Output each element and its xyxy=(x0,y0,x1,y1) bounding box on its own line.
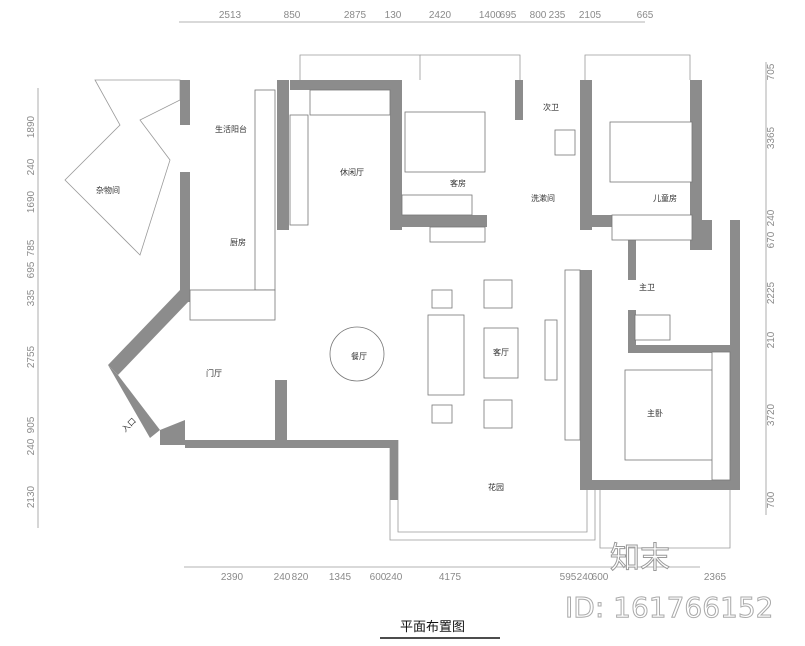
watermark-id: ID: 161766152 xyxy=(565,591,773,624)
dimension-label: 240 xyxy=(386,572,403,583)
dimension-label: 210 xyxy=(766,331,777,348)
room-label-dining: 餐厅 xyxy=(351,352,367,361)
room-label-balcony: 生活阳台 xyxy=(215,124,247,134)
dimension-label: 595 xyxy=(560,572,577,583)
dimension-left: 1890 240 1690 785 695 335 2755 905 240 2130 xyxy=(26,115,37,508)
room-label-kids-room: 儿童房 xyxy=(653,193,677,203)
room-label-master-bedroom: 主卧 xyxy=(647,408,663,418)
dimension-label: 2420 xyxy=(429,10,452,21)
dimension-label: 4175 xyxy=(439,572,462,583)
dimension-label: 700 xyxy=(766,491,777,508)
dimension-label: 800 xyxy=(530,10,547,21)
room-label-garden: 花园 xyxy=(488,482,504,492)
dimension-label: 600 xyxy=(592,572,609,583)
dimension-label: 240 xyxy=(26,438,37,455)
dimension-label: 240 xyxy=(766,209,777,226)
room-label-kitchen: 厨房 xyxy=(230,237,246,247)
dimension-label: 670 xyxy=(766,231,777,248)
dimension-label: 785 xyxy=(26,239,37,256)
dimension-label: 1400 xyxy=(479,10,502,21)
dimension-label: 705 xyxy=(766,63,777,80)
dimension-label: 130 xyxy=(385,10,402,21)
room-label-foyer: 门厅 xyxy=(206,368,222,378)
dimension-label: 905 xyxy=(26,416,37,433)
watermark-logo: 知末 xyxy=(610,541,670,576)
walls xyxy=(108,80,740,500)
room-label-second-bath: 次卫 xyxy=(543,102,559,112)
room-label-living: 客厅 xyxy=(493,347,509,357)
dimension-label: 1890 xyxy=(26,115,37,138)
dimension-label: 240 xyxy=(577,572,594,583)
dimension-label: 3365 xyxy=(766,126,777,149)
dimension-label: 600 xyxy=(370,572,387,583)
dimension-label: 2130 xyxy=(26,485,37,508)
furniture xyxy=(189,89,731,481)
dimension-label: 2105 xyxy=(579,10,602,21)
dimension-label: 2365 xyxy=(704,572,727,583)
room-label-lounge: 休闲厅 xyxy=(340,167,364,177)
dimension-label: 235 xyxy=(549,10,566,21)
room-label-guest-room: 客房 xyxy=(450,178,466,188)
dimension-label: 240 xyxy=(26,158,37,175)
dimension-label: 335 xyxy=(26,289,37,306)
room-label-storage: 杂物间 xyxy=(96,185,120,195)
dimension-label: 2225 xyxy=(766,281,777,304)
dimension-lines xyxy=(37,21,767,568)
dimension-right: 705 3365 240 670 2225 210 3720 700 xyxy=(766,63,777,508)
dimension-label: 240 xyxy=(274,572,291,583)
room-label-entrance: 入口 xyxy=(120,416,138,434)
dimension-label: 2755 xyxy=(26,345,37,368)
dimension-label: 1690 xyxy=(26,190,37,213)
room-label-master-bath: 主卫 xyxy=(639,282,655,292)
dimension-label: 2513 xyxy=(219,10,242,21)
dimension-label: 2875 xyxy=(344,10,367,21)
dimension-label: 665 xyxy=(637,10,654,21)
dimension-label: 695 xyxy=(500,10,517,21)
dimension-label: 695 xyxy=(26,261,37,278)
dimension-label: 850 xyxy=(284,10,301,21)
dimension-label: 820 xyxy=(292,572,309,583)
dimension-label: 2390 xyxy=(221,572,244,583)
dimension-label: 3720 xyxy=(766,403,777,426)
room-label-washroom: 洗漱间 xyxy=(531,193,555,203)
dimension-label: 1345 xyxy=(329,572,352,583)
drawing-title: 平面布置图 xyxy=(400,620,465,635)
